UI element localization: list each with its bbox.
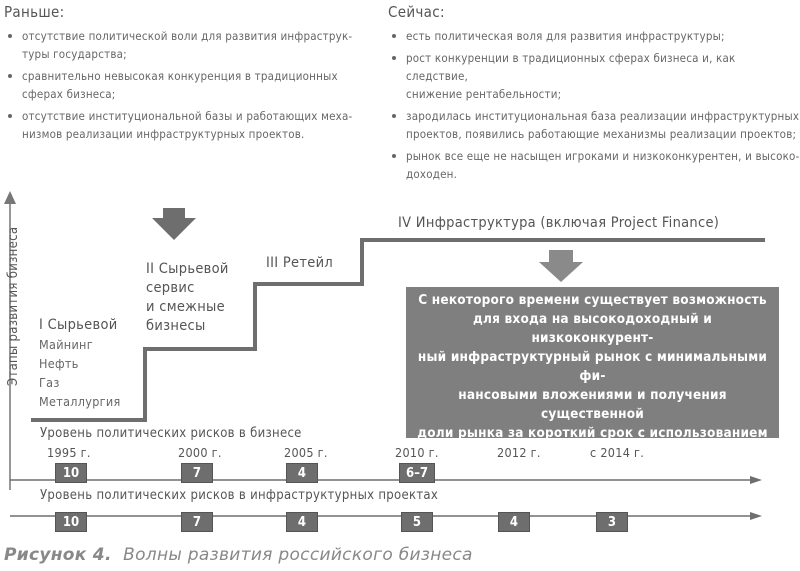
timeline-2-arrowhead [750, 512, 762, 520]
risk-box-infra-2010: 5 [401, 512, 433, 532]
callout-line: С некоторого времени существует возможно… [418, 292, 767, 308]
before-item-2: сравнительно невысокая конкуренция в тра… [4, 67, 374, 103]
stage-1-title: I Сырьевой [39, 317, 118, 333]
stage-4-title: IV Инфраструктура (включая Project Finan… [398, 215, 720, 231]
stage-2-line: сервис [146, 280, 195, 296]
risk-box-infra-1995: 10 [55, 512, 87, 532]
down-arrow-1-icon [152, 208, 196, 240]
row-1-label: Уровень политических рисков в бизнесе [40, 426, 302, 441]
callout-line: доли рынка за короткий срок с использова… [417, 425, 768, 460]
before-item-1: отсутствие политической воли для развити… [4, 27, 374, 63]
down-arrow-2-icon [539, 250, 583, 282]
figure-caption-text: Волны развития российского бизнеса [123, 545, 473, 565]
callout-line: сударственного плеча [511, 463, 674, 479]
year-2010: 2010 г. [395, 445, 439, 460]
callout-line: нансовыми вложениями и получения существ… [458, 387, 727, 422]
now-title: Сейчас: [388, 3, 445, 21]
vertical-axis-label: Этапы развития бизнеса [6, 226, 21, 386]
now-item-3: зародилась институциональная база реализ… [388, 107, 800, 143]
timeline-1-arrowhead [750, 476, 762, 484]
stage-1: I Сырьевой Майнинг Нефть Газ Металлургия [39, 316, 121, 411]
stage-2-line: бизнесы [146, 318, 206, 334]
figure-caption: Рисунок 4. Волны развития российского би… [4, 545, 473, 565]
stage-1-item: Металлургия [39, 394, 121, 409]
year-1995: 1995 г. [47, 445, 91, 460]
now-item-1: есть политическая воля для развития инфр… [388, 27, 800, 45]
stage-2-line: и смежные [146, 299, 225, 315]
stages-staircase-line [31, 238, 765, 422]
stage-1-item: Нефть [39, 356, 79, 371]
risk-box-infra-2012: 4 [498, 512, 530, 532]
before-list: отсутствие политической воли для развити… [4, 27, 374, 147]
now-list: есть политическая воля для развития инфр… [388, 27, 800, 187]
now-item-4: рынок все еще не насыщен игроками и низк… [388, 147, 800, 183]
before-item-3: отсутствие институциональной базы и рабо… [4, 107, 374, 143]
risk-box-infra-2000: 7 [181, 512, 213, 532]
risk-box-business-2000: 7 [181, 463, 213, 483]
vertical-axis-arrowhead [4, 191, 16, 204]
figure-caption-label: Рисунок 4. [4, 545, 112, 565]
year-2005: 2005 г. [284, 445, 328, 460]
callout-line: ный инфраструктурный рынок с минимальным… [417, 349, 768, 384]
stage-2: II Сырьевой сервис и смежные бизнесы [146, 260, 229, 336]
risk-box-business-1995: 10 [55, 463, 87, 483]
risk-box-infra-2014: 3 [596, 512, 628, 532]
stage-3-title: III Ретейл [266, 255, 334, 271]
callout-box: С некоторого времени существует возможно… [406, 287, 779, 479]
stage-2-line: II Сырьевой [146, 261, 229, 277]
stage-1-item: Майнинг [39, 337, 93, 352]
year-2012: 2012 г. [497, 445, 541, 460]
year-2000: 2000 г. [178, 445, 222, 460]
risk-box-business-2005: 4 [286, 463, 318, 483]
now-item-2: рост конкуренции в традиционных сферах б… [388, 49, 800, 103]
row-2-label: Уровень политических рисков в инфраструк… [40, 488, 439, 503]
risk-box-business-2010: 6–7 [399, 463, 435, 483]
stage-1-item: Газ [39, 375, 60, 390]
risk-box-infra-2005: 4 [286, 512, 318, 532]
year-2014: с 2014 г. [590, 445, 645, 460]
callout-line: для входа на высокодоходный и низкоконку… [473, 311, 712, 346]
before-title: Раньше: [4, 3, 65, 21]
